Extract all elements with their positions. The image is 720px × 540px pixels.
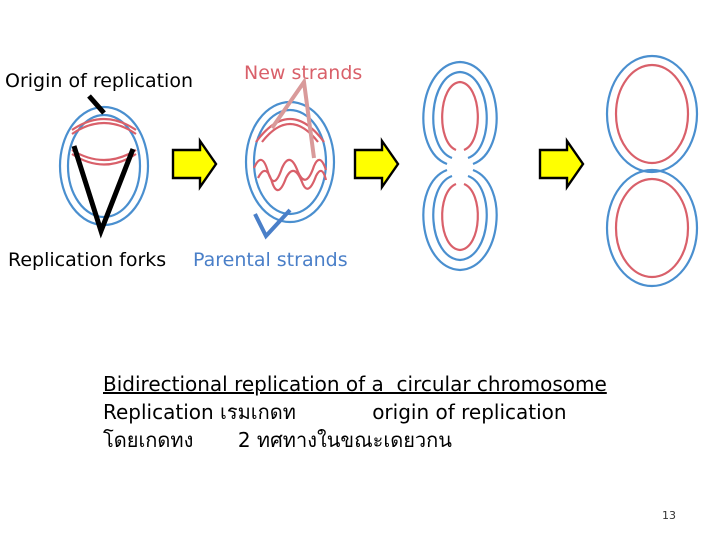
origin-pointer xyxy=(87,94,106,115)
progress-arrow-3 xyxy=(538,137,585,191)
chromosome-stage-2 xyxy=(244,100,336,224)
parental-strands-label: Parental strands xyxy=(193,249,348,271)
new-strands-pointer xyxy=(270,76,316,159)
parental-strands-pointer xyxy=(253,208,292,240)
progress-arrow-2 xyxy=(353,137,400,191)
replication-forks-label: Replication forks xyxy=(8,249,167,271)
progress-arrow-1 xyxy=(171,137,218,191)
replication-diagram xyxy=(58,54,699,288)
caption-line-2: Replication เรมเกดท origin of replicatio… xyxy=(103,400,567,424)
page-number: 13 xyxy=(662,509,676,522)
chromosome-stage-3 xyxy=(422,60,498,272)
chromosome-stage-1 xyxy=(58,105,150,227)
chromosome-stage-4 xyxy=(605,54,699,288)
diagram-caption: Bidirectional replication of a circular … xyxy=(103,370,607,454)
replication-forks-pointer xyxy=(71,145,136,239)
caption-title: Bidirectional replication of a circular … xyxy=(103,372,607,396)
origin-of-replication-label: Origin of replication xyxy=(5,70,194,92)
caption-line-3: โดยเกดทง 2 ทศทางในขณะเดยวกน xyxy=(103,428,452,452)
new-strands-label: New strands xyxy=(244,62,363,84)
